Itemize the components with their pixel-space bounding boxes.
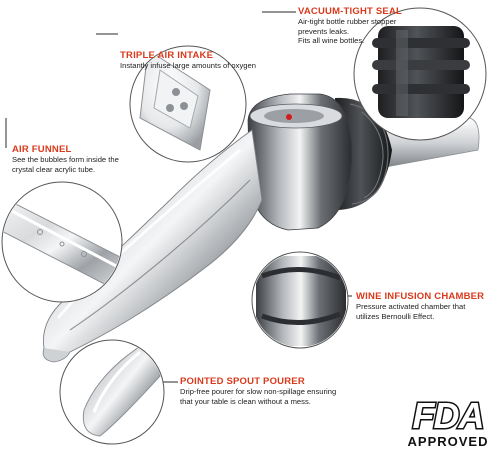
callout-desc-line: See the bubbles form inside the	[12, 155, 119, 164]
callout-title: AIR FUNNEL	[12, 144, 72, 155]
detail-circle-spout	[59, 339, 165, 445]
approved-label: APPROVED	[408, 434, 489, 449]
callout-desc-line: Air-tight bottle rubber stopper	[298, 17, 397, 26]
callout-title: POINTED SPOUT POURER	[180, 376, 305, 387]
fda-approved-badge: FDA APPROVED	[408, 394, 489, 449]
callout-desc-line: prevents leaks.	[298, 26, 350, 36]
callout-pointed-spout-pourer: POINTED SPOUT POURER Drip-free pourer fo…	[180, 376, 336, 406]
callout-desc-line: crystal clear acrylic tube.	[12, 164, 96, 174]
callout-air-funnel: AIR FUNNEL See the bubbles form inside t…	[12, 144, 119, 174]
callout-title: VACUUM-TIGHT SEAL	[298, 6, 403, 17]
callout-desc-line: utilizes Bernoulli Effect.	[356, 311, 435, 321]
callout-triple-air-intake: TRIPLE AIR INTAKE Instantly infuse large…	[120, 50, 256, 71]
callout-desc-line: Instantly infuse large amounts of oxygen	[120, 61, 256, 70]
callout-desc-line: Pressure activated chamber that	[356, 302, 466, 311]
detail-circle-triple	[129, 45, 247, 163]
fda-logo-text: FDA	[413, 395, 484, 436]
callout-desc-line: Fits all wine bottles.	[298, 36, 365, 46]
detail-circle-vacuum	[353, 7, 487, 141]
callout-desc-line: that your table is clean without a mess.	[180, 396, 311, 406]
aerator-product	[42, 93, 480, 363]
callout-wine-infusion-chamber: WINE INFUSION CHAMBER Pressure activated…	[356, 291, 484, 321]
callout-vacuum-seal: VACUUM-TIGHT SEAL Air-tight bottle rubbe…	[298, 6, 402, 46]
callout-title: WINE INFUSION CHAMBER	[356, 291, 485, 302]
callout-title: TRIPLE AIR INTAKE	[120, 50, 214, 61]
detail-circle-infusion	[251, 251, 349, 349]
callout-desc-line: Drip-free pourer for slow non-spillage e…	[180, 387, 337, 396]
